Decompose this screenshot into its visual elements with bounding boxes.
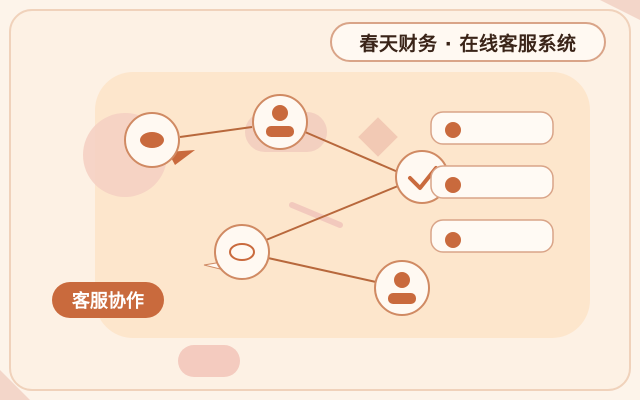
feature-tag: 客服协作 [52,282,164,318]
page-title: 春天财务 · 在线客服系统 [330,22,606,62]
list-item [430,111,554,145]
user-icon [374,260,430,316]
user-icon [252,94,308,150]
chat-bubble-icon [124,112,195,168]
corner-decoration [0,370,30,400]
list-item [430,165,554,199]
corner-decoration [600,0,640,20]
decor-stroke [289,202,343,228]
list-item [430,219,554,253]
chat-bubble-outline-icon [203,224,270,280]
connector-lines [179,126,399,283]
decor-pill [178,345,240,377]
